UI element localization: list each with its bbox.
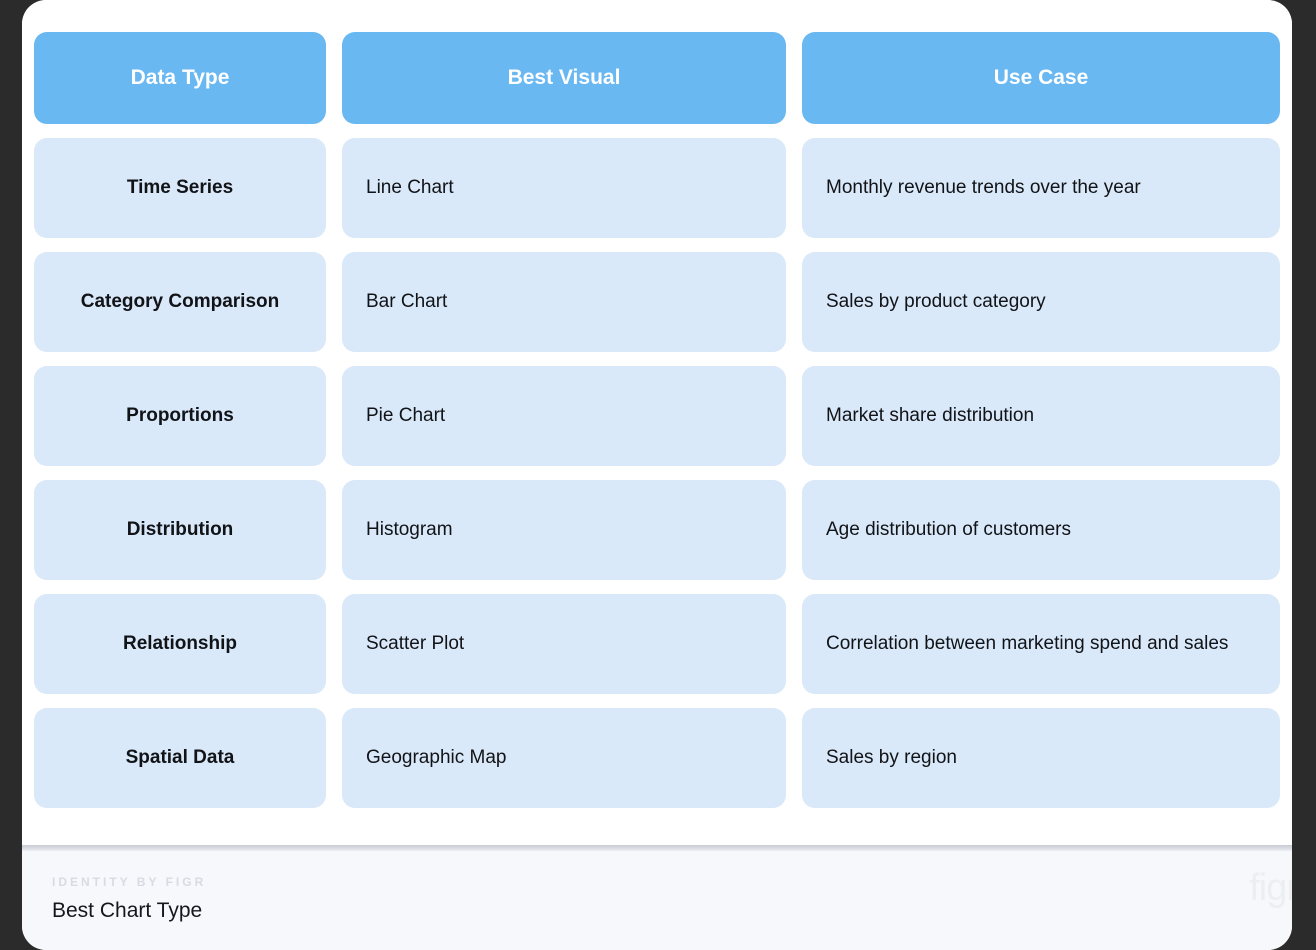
cell-use-case: Sales by region xyxy=(802,708,1280,808)
cell-best-visual: Bar Chart xyxy=(342,252,786,352)
cell-data-type: Time Series xyxy=(34,138,326,238)
card-footer-divider xyxy=(22,845,1292,851)
cell-data-type: Proportions xyxy=(34,366,326,466)
column-header-best-visual: Best Visual xyxy=(342,32,786,124)
comparison-table: Data Type Best Visual Use Case Time Seri… xyxy=(34,32,1280,808)
table-row: Spatial Data Geographic Map Sales by reg… xyxy=(34,708,1280,808)
chart-type-card: Data Type Best Visual Use Case Time Seri… xyxy=(22,0,1292,845)
cell-data-type: Distribution xyxy=(34,480,326,580)
column-header-use-case: Use Case xyxy=(802,32,1280,124)
cell-use-case: Sales by product category xyxy=(802,252,1280,352)
table-row: Proportions Pie Chart Market share distr… xyxy=(34,366,1280,466)
column-header-data-type: Data Type xyxy=(34,32,326,124)
cell-use-case: Correlation between marketing spend and … xyxy=(802,594,1280,694)
cell-data-type: Spatial Data xyxy=(34,708,326,808)
table-row: Relationship Scatter Plot Correlation be… xyxy=(34,594,1280,694)
table-row: Distribution Histogram Age distribution … xyxy=(34,480,1280,580)
page-title: Best Chart Type xyxy=(52,899,203,922)
cell-data-type: Category Comparison xyxy=(34,252,326,352)
cell-use-case: Age distribution of customers xyxy=(802,480,1280,580)
footer-kicker: IDENTITY BY FIGR xyxy=(52,875,207,889)
cell-use-case: Market share distribution xyxy=(802,366,1280,466)
table-header-row: Data Type Best Visual Use Case xyxy=(34,32,1280,124)
cell-best-visual: Scatter Plot xyxy=(342,594,786,694)
cell-best-visual: Geographic Map xyxy=(342,708,786,808)
cell-data-type: Relationship xyxy=(34,594,326,694)
page-footer: IDENTITY BY FIGR Best Chart Type figr xyxy=(22,851,1292,950)
cell-use-case: Monthly revenue trends over the year xyxy=(802,138,1280,238)
content-panel: Data Type Best Visual Use Case Time Seri… xyxy=(22,0,1292,950)
cell-best-visual: Line Chart xyxy=(342,138,786,238)
table-row: Category Comparison Bar Chart Sales by p… xyxy=(34,252,1280,352)
cell-best-visual: Histogram xyxy=(342,480,786,580)
cell-best-visual: Pie Chart xyxy=(342,366,786,466)
figr-logo: figr xyxy=(1249,867,1292,909)
table-row: Time Series Line Chart Monthly revenue t… xyxy=(34,138,1280,238)
